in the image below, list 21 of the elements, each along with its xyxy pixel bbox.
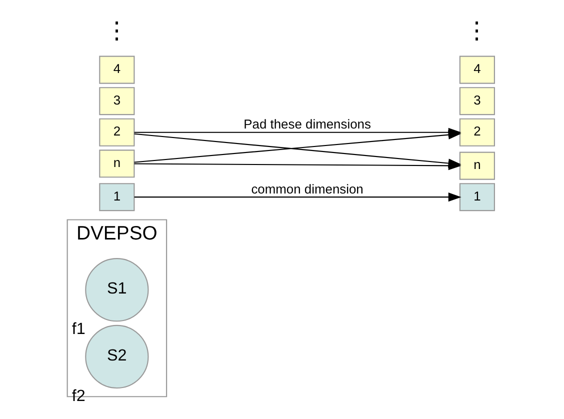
edge-label: Pad these dimensions	[243, 116, 370, 132]
node-box: 1	[458, 183, 494, 212]
node-label: f1	[71, 320, 85, 338]
node-box: n	[458, 152, 494, 180]
node-circle: S2	[84, 324, 148, 389]
arrow	[134, 192, 461, 202]
arrow	[134, 130, 461, 163]
node-circle: S1	[84, 258, 148, 322]
node-box: 4	[458, 56, 494, 84]
node-label: f2	[71, 386, 85, 405]
node-box: n	[98, 150, 134, 178]
node-box: 2	[458, 118, 494, 146]
node-box: 3	[98, 87, 134, 116]
node-box: 3	[458, 87, 494, 116]
node-box: 2	[98, 118, 134, 146]
label: ⋮	[104, 18, 128, 44]
arrow	[134, 161, 461, 170]
node-box: 1	[98, 183, 134, 212]
node-box: 4	[98, 56, 134, 84]
edge-label: common dimension	[250, 181, 363, 196]
label: ⋮	[464, 18, 489, 44]
